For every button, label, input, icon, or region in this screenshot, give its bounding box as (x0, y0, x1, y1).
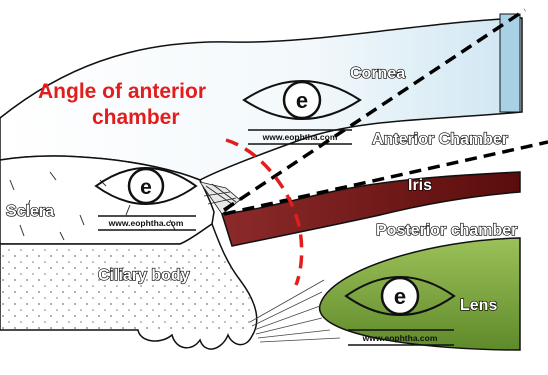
label-anterior-chamber: Anterior Chamber (372, 131, 508, 148)
watermark-url: www.eophtha.com (262, 132, 338, 142)
cornea-edge (500, 14, 520, 112)
title-line-1: Angle of anterior (38, 80, 206, 103)
title-line-2: chamber (92, 106, 180, 129)
watermark-letter: e (296, 88, 308, 113)
label-cornea: Cornea (350, 65, 405, 82)
label-iris: Iris (408, 177, 432, 194)
watermark-letter: e (140, 176, 152, 199)
watermark-url: www.eophtha.com (362, 333, 438, 343)
watermark-url: www.eophtha.com (108, 218, 184, 228)
ciliary-dots (0, 246, 250, 330)
label-ciliary-body: Ciliary body (98, 267, 190, 284)
watermark-letter: e (394, 284, 406, 309)
label-posterior-chamber: Posterior chamber (376, 222, 517, 239)
label-lens: Lens (460, 297, 497, 314)
label-sclera: Sclera (6, 203, 54, 220)
